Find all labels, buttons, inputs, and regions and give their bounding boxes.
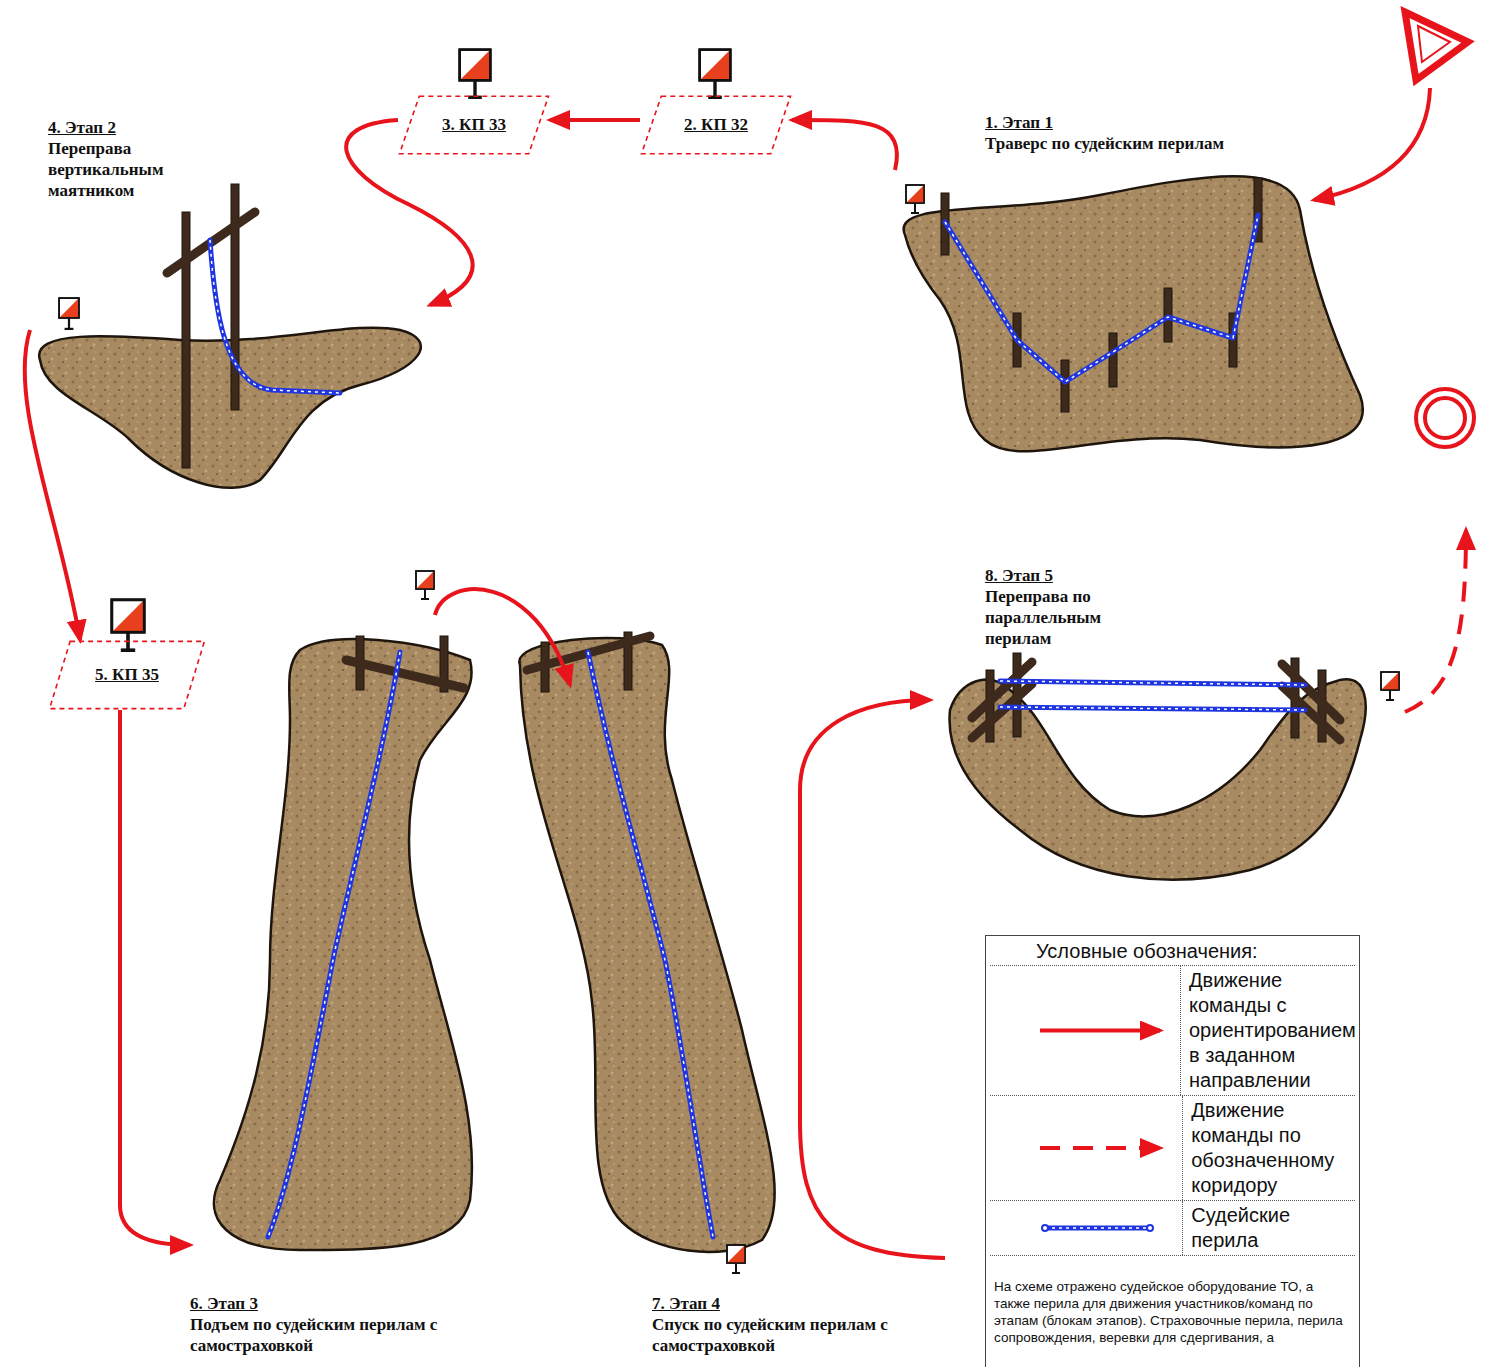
checkpoint-label: 3. КП 33 [442,115,506,135]
stage-text: 1. Этап 1Траверс по судейским перилам [985,112,1250,154]
legend-note: На схеме отражено судейское оборудование… [986,1256,1359,1346]
route-arrow [435,589,570,685]
legend-row: Движение команды с ориентированием в зад… [990,965,1355,1095]
stage-area: 8. Этап 5Переправа по параллельным перил… [930,565,1370,855]
posts [941,178,1262,412]
legend-row: Судейские перила [990,1200,1355,1255]
legend-text: Движение команды с ориентированием в зад… [1181,966,1355,1095]
stage-text: 6. Этап 3Подъем по судейским перилам с с… [190,1293,495,1356]
legend-text: Движение команды по обозначенному коридо… [1183,1096,1355,1200]
route-arrow [800,700,945,1258]
checkpoint-label: 2. КП 32 [684,115,748,135]
legend-line-sample [990,1096,1182,1200]
checkpoint-outline [50,641,205,708]
legend-line-sample [990,1201,1182,1255]
finish-arrow [1405,530,1466,712]
stage-area: 6. Этап 3Подъем по судейским перилам с с… [190,615,500,1365]
start-symbol [1405,12,1468,80]
legend-sample [990,1201,1183,1255]
checkpoint-outline [400,96,549,154]
legend-sample [990,966,1181,1095]
checkpoint-outline [642,96,791,154]
stage-heading: 6. Этап 3 [190,1293,495,1314]
route-arrow [550,118,640,122]
stage-heading: 7. Этап 4 [652,1293,944,1314]
terrain [904,176,1363,451]
stage-text: 7. Этап 4Спуск по судейским перилам с са… [652,1293,944,1356]
stage-title: Подъем по судейским перилам с самострахо… [190,1314,495,1356]
stage-area: 7. Этап 4Спуск по судейским перилам с са… [515,685,945,1365]
route-arrow [120,710,190,1245]
pendulum-frame [167,184,255,468]
checkpoint-box: 5. КП 35 [48,640,206,710]
checkpoint-label: 5. КП 35 [95,665,159,685]
start-symbol [1418,26,1450,62]
start-arrow [1314,88,1430,200]
stage-title: Переправа вертикальным маятником [48,138,223,201]
stage-title: Переправа по параллельным перилам [985,586,1170,649]
route-arrow [792,120,897,170]
legend-row: Движение команды по обозначенному коридо… [990,1095,1355,1200]
terrain [950,679,1366,879]
stage-title: Траверс по судейским перилам [985,133,1250,154]
terrain [214,639,472,1250]
stage-area: 1. Этап 1Траверс по судейским перилам [895,110,1370,465]
route-arrow [346,120,472,305]
checkpoint-box: 3. КП 33 [398,95,550,155]
finish-symbol [1425,398,1465,438]
legend-line-sample [990,966,1180,1095]
control-flag [59,50,1399,1273]
legend-sample [990,1096,1183,1200]
terrain [519,638,774,1252]
legend-row-end [990,1255,1355,1256]
stage-text: 8. Этап 5Переправа по параллельным перил… [985,565,1170,649]
legend-text: Судейские перила [1183,1201,1355,1255]
checkpoint-box: 2. КП 32 [640,95,792,155]
stage-area: 4. Этап 2Переправа вертикальным маятнико… [30,115,430,495]
stage-title: Спуск по судейским перилам с самострахов… [652,1314,944,1356]
legend-box: Условные обозначения:Движение команды с … [985,935,1360,1367]
finish-symbol [1416,389,1474,447]
stage-heading: 4. Этап 2 [48,117,223,138]
rail-frames [972,653,1340,742]
stage-heading: 8. Этап 5 [985,565,1170,586]
route-arrow [25,330,80,640]
rail-frame [346,636,464,692]
stage-heading: 1. Этап 1 [985,112,1250,133]
stage-text: 4. Этап 2Переправа вертикальным маятнико… [48,117,223,201]
legend-title: Условные обозначения: [986,936,1359,965]
